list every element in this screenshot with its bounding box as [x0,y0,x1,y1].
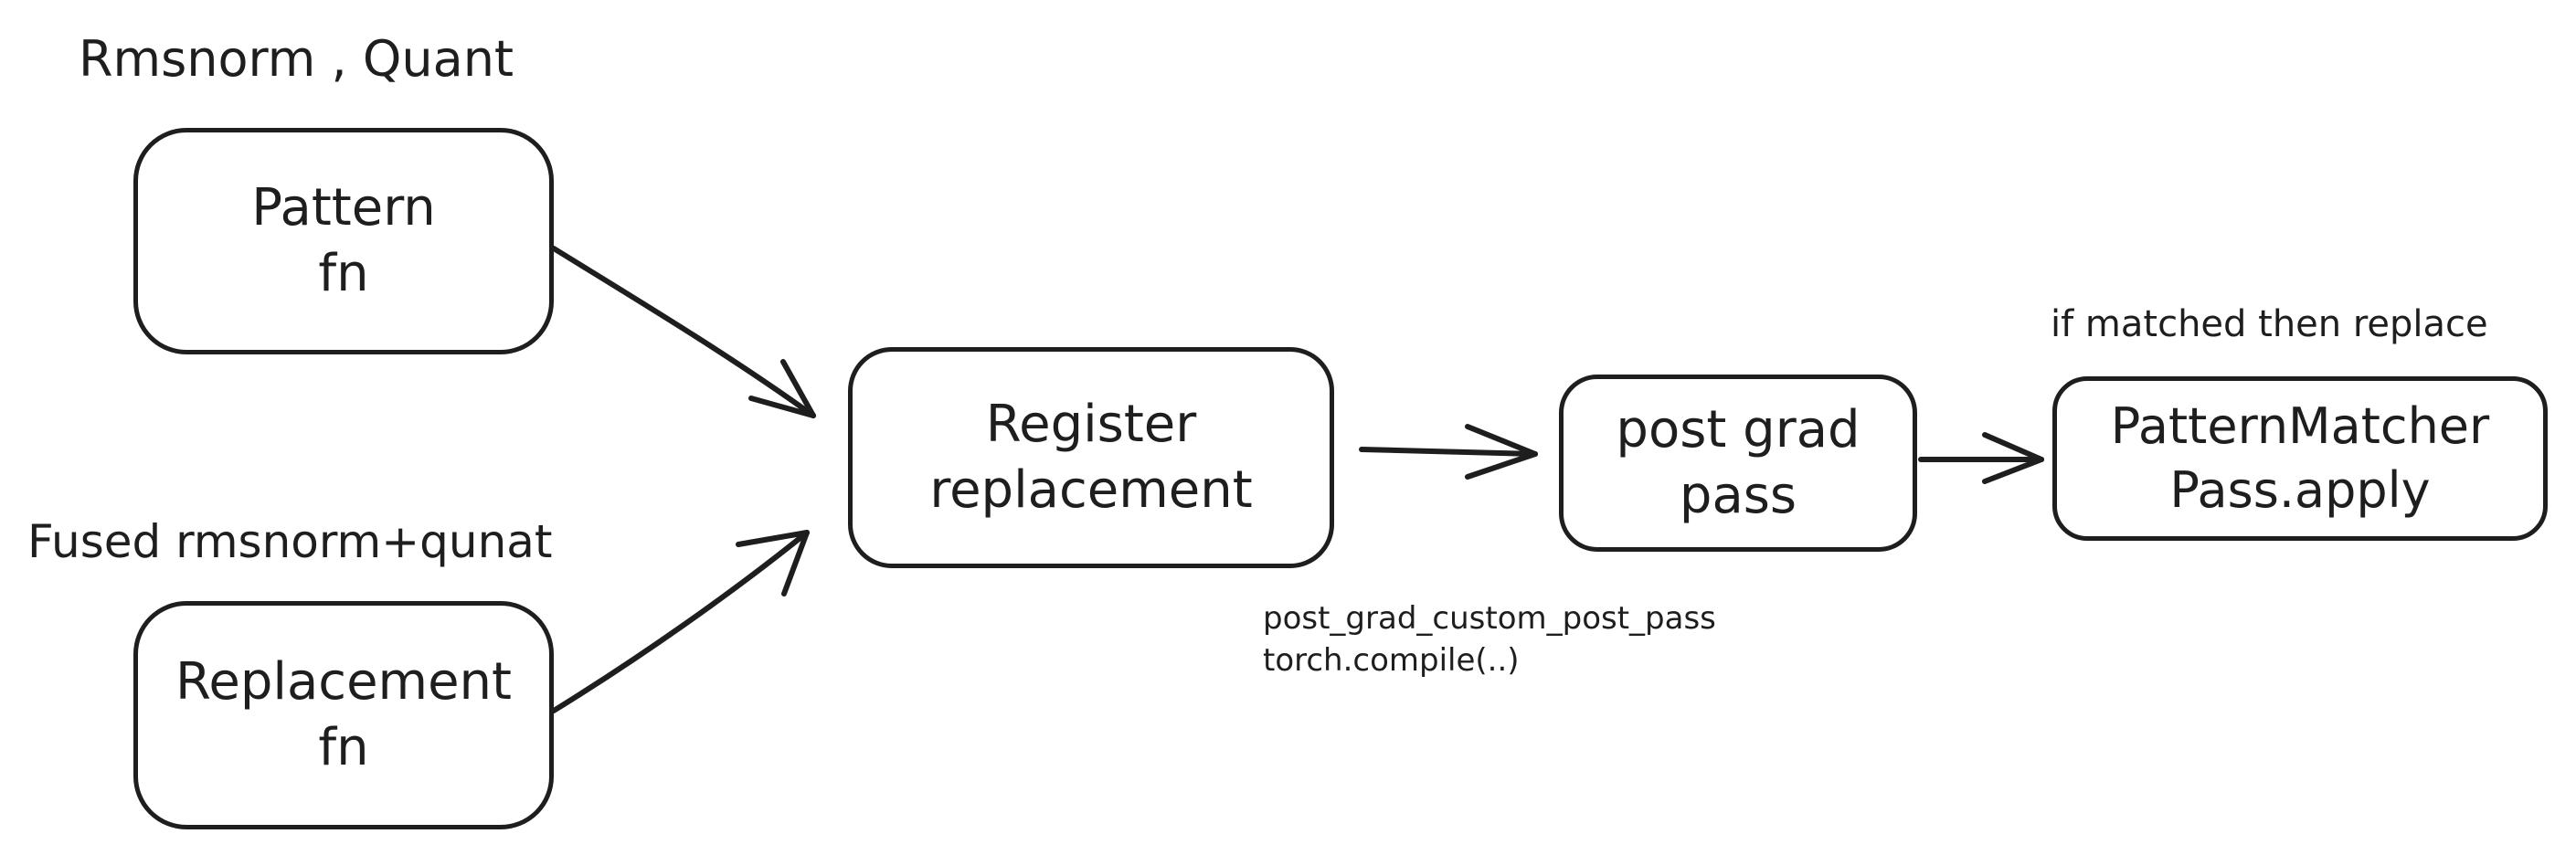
register-replacement-text: Register replacement [929,392,1252,523]
post-grad-note-line1: post_grad_custom_post_pass [1263,600,1716,637]
replacement-fn-line1: Replacement [175,652,512,712]
replacement-fn-line2: fn [318,718,369,777]
label-if-matched-then-replace: if matched then replace [2051,303,2488,345]
pattern-matcher-text: PatternMatcher Pass.apply [2111,395,2489,522]
pattern-fn-text: Pattern fn [251,175,435,307]
post-grad-note: post_grad_custom_post_pass torch.compile… [1263,597,1716,681]
arrow-pattern-to-register [551,246,816,418]
label-fused-rmsnorm-qunat: Fused rmsnorm+qunat [27,515,553,568]
replacement-fn-text: Replacement fn [175,649,512,781]
arrow-register-to-postgrad [1359,424,1538,480]
pattern-matcher-line1: PatternMatcher [2110,397,2490,455]
label-rmsnorm-quant: Rmsnorm , Quant [79,30,514,88]
arrow-replacement-to-register [551,530,810,713]
pattern-fn-line1: Pattern [251,178,436,238]
pattern-matcher-box: PatternMatcher Pass.apply [2052,376,2548,541]
pattern-fn-box: Pattern fn [133,128,554,354]
pattern-fn-line2: fn [318,244,369,303]
register-replacement-line2: replacement [929,460,1253,520]
pattern-matcher-line2: Pass.apply [2169,461,2431,519]
replacement-fn-box: Replacement fn [133,601,554,829]
register-replacement-line1: Register [985,395,1197,454]
register-replacement-box: Register replacement [848,347,1334,568]
post-grad-pass-line2: pass [1679,466,1797,525]
post-grad-pass-box: post grad pass [1559,375,1917,552]
post-grad-pass-text: post grad pass [1616,397,1860,529]
post-grad-note-line2: torch.compile(..) [1263,642,1520,679]
arrow-postgrad-to-matcher [1918,432,2044,484]
post-grad-pass-line1: post grad [1616,400,1860,459]
